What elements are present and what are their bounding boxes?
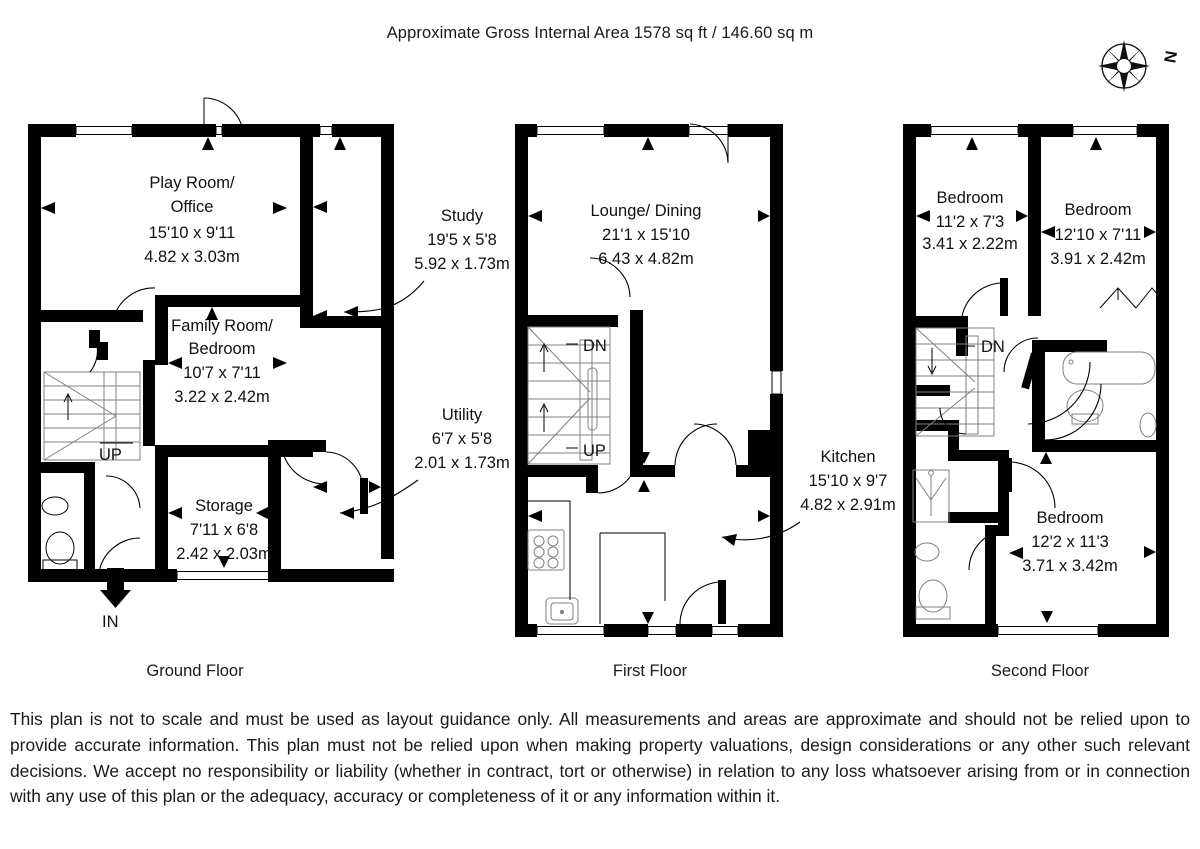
second-floor-plan: DN bbox=[903, 124, 1169, 637]
second-room-bedroom-1: Bedroom 11'2 x 7'3 3.41 x 2.22m bbox=[922, 189, 1017, 253]
svg-text:Bedroom: Bedroom bbox=[1065, 201, 1132, 219]
ground-room-study: Study 19'5 x 5'8 5.92 x 1.73m bbox=[414, 207, 509, 273]
svg-text:Kitchen: Kitchen bbox=[820, 448, 875, 466]
svg-text:Bedroom: Bedroom bbox=[937, 189, 1004, 207]
floorplan-drawing: UP IN bbox=[28, 97, 1169, 637]
ground-room-familyroom: Family Room/ Bedroom 10'7 x 7'11 3.22 x … bbox=[171, 317, 273, 406]
svg-text:Storage: Storage bbox=[195, 497, 253, 515]
svg-text:4.82 x 3.03m: 4.82 x 3.03m bbox=[144, 248, 239, 266]
svg-text:Utility: Utility bbox=[442, 406, 483, 424]
second-room-bedroom-2: Bedroom 12'10 x 7'11 3.91 x 2.42m bbox=[1050, 201, 1145, 268]
svg-text:15'10 x 9'11: 15'10 x 9'11 bbox=[149, 224, 236, 242]
floor-caption-second: Second Floor bbox=[990, 662, 1090, 680]
svg-text:4.82 x 2.91m: 4.82 x 2.91m bbox=[800, 496, 895, 514]
compass-north-label: N bbox=[1160, 49, 1180, 64]
svg-text:3.71 x 3.42m: 3.71 x 3.42m bbox=[1022, 557, 1117, 575]
svg-text:Family Room/: Family Room/ bbox=[171, 317, 273, 335]
svg-text:Office: Office bbox=[171, 198, 214, 216]
ground-floor-plan: UP IN bbox=[28, 97, 510, 631]
first-room-kitchen: Kitchen 15'10 x 9'7 4.82 x 2.91m bbox=[800, 448, 895, 514]
svg-text:10'7 x 7'11: 10'7 x 7'11 bbox=[183, 364, 261, 382]
svg-text:3.91 x 2.42m: 3.91 x 2.42m bbox=[1050, 250, 1145, 268]
second-room-bedroom-3: Bedroom 12'2 x 11'3 3.71 x 3.42m bbox=[1022, 509, 1117, 575]
svg-text:Study: Study bbox=[441, 207, 484, 225]
svg-text:3.41 x 2.22m: 3.41 x 2.22m bbox=[922, 235, 1017, 253]
ground-room-playroom: Play Room/ Office 15'10 x 9'11 4.82 x 3.… bbox=[144, 174, 239, 266]
ground-room-utility: Utility 6'7 x 5'8 2.01 x 1.73m bbox=[414, 406, 509, 472]
disclaimer-text: This plan is not to scale and must be us… bbox=[10, 709, 1190, 807]
floor-caption-ground: Ground Floor bbox=[146, 662, 244, 680]
floor-caption-first: First Floor bbox=[612, 662, 688, 680]
svg-text:7'11 x 6'8: 7'11 x 6'8 bbox=[190, 521, 258, 539]
svg-text:15'10 x 9'7: 15'10 x 9'7 bbox=[809, 472, 888, 490]
svg-text:2.01 x 1.73m: 2.01 x 1.73m bbox=[414, 454, 509, 472]
ground-entrance-marker: IN bbox=[100, 568, 131, 631]
compass-rose-icon: N bbox=[1098, 40, 1180, 92]
svg-text:Bedroom: Bedroom bbox=[189, 340, 256, 358]
first-stair-dn-label: DN bbox=[583, 337, 607, 355]
svg-text:Play Room/: Play Room/ bbox=[149, 174, 235, 192]
svg-text:5.92 x 1.73m: 5.92 x 1.73m bbox=[414, 255, 509, 273]
svg-text:11'2 x 7'3: 11'2 x 7'3 bbox=[936, 213, 1004, 231]
ground-entrance-label: IN bbox=[102, 613, 119, 631]
ground-room-storage: Storage 7'11 x 6'8 2.42 x 2.03m bbox=[176, 497, 271, 563]
svg-text:12'10 x 7'11: 12'10 x 7'11 bbox=[1055, 226, 1142, 244]
svg-text:Bedroom: Bedroom bbox=[1037, 509, 1104, 527]
svg-text:12'2 x 11'3: 12'2 x 11'3 bbox=[1031, 533, 1109, 551]
svg-text:Lounge/ Dining: Lounge/ Dining bbox=[590, 202, 701, 220]
first-floor-plan: DN UP bbox=[515, 123, 896, 637]
first-stair-up-label: UP bbox=[583, 442, 606, 460]
svg-text:2.42 x 2.03m: 2.42 x 2.03m bbox=[176, 545, 271, 563]
second-stair-dn-label: DN bbox=[981, 338, 1005, 356]
svg-text:3.22 x 2.42m: 3.22 x 2.42m bbox=[174, 388, 269, 406]
svg-text:21'1 x 15'10: 21'1 x 15'10 bbox=[602, 226, 690, 244]
svg-text:6'7 x 5'8: 6'7 x 5'8 bbox=[432, 430, 492, 448]
page-title: Approximate Gross Internal Area 1578 sq … bbox=[386, 24, 814, 42]
svg-text:6.43 x 4.82m: 6.43 x 4.82m bbox=[598, 250, 693, 268]
first-room-lounge-dining: Lounge/ Dining 21'1 x 15'10 6.43 x 4.82m bbox=[590, 202, 701, 268]
ground-stair-up-label: UP bbox=[99, 446, 122, 464]
svg-text:19'5 x 5'8: 19'5 x 5'8 bbox=[427, 231, 497, 249]
